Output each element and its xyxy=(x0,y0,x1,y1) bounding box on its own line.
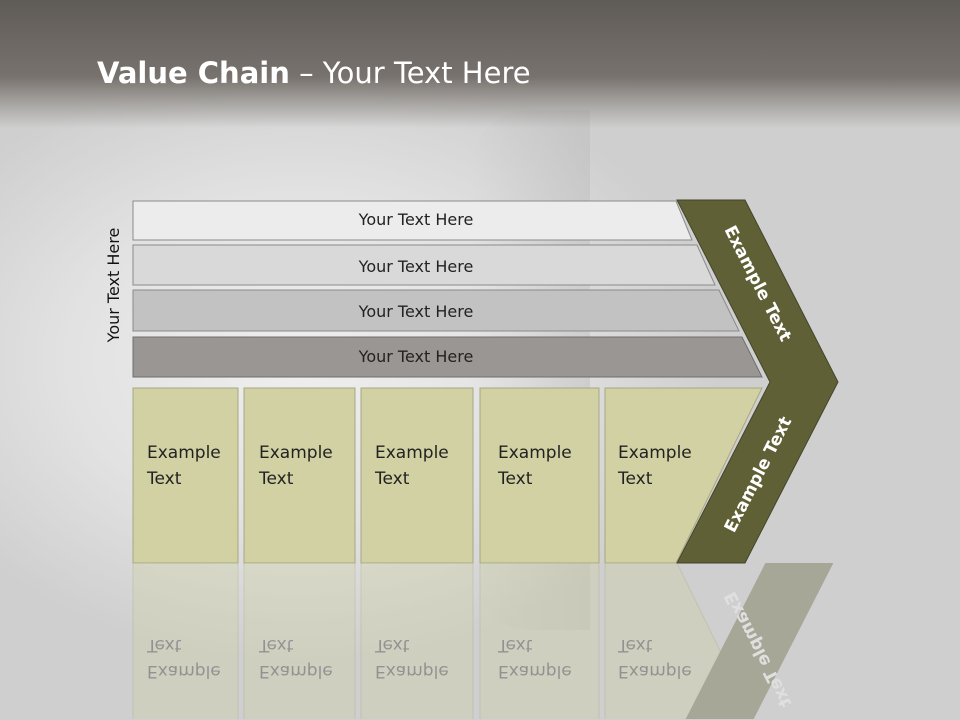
support-row-2: Your Text Here xyxy=(132,244,716,286)
support-row-3-shape xyxy=(132,289,740,332)
support-row-4: Your Text Here xyxy=(132,336,763,378)
support-row-2-shape xyxy=(132,244,716,286)
reflection-chevron xyxy=(677,563,838,719)
primary-box-1-shape xyxy=(132,387,239,564)
support-row-2-label: Your Text Here xyxy=(358,257,474,276)
primary-box-2: Example Text xyxy=(243,387,356,564)
reflection-box-5-line1: Example xyxy=(618,661,692,681)
reflection-box-4-line2: Text xyxy=(497,635,533,655)
reflection-box-3 xyxy=(360,563,474,719)
primary-box-4-line1: Example xyxy=(498,443,572,463)
reflection-box-3-line2: Text xyxy=(374,635,410,655)
reflection-box-1-line2: Text xyxy=(146,635,182,655)
support-row-1-shape xyxy=(132,200,693,241)
support-row-4-shape xyxy=(132,336,763,378)
primary-box-1-line2: Text xyxy=(146,469,182,489)
primary-box-3-line2: Text xyxy=(374,469,410,489)
primary-box-5-line1: Example xyxy=(618,443,692,463)
title-bar xyxy=(0,0,960,128)
primary-box-5: Example Text xyxy=(604,387,763,564)
primary-box-3: Example Text xyxy=(360,387,474,564)
reflection-box-4 xyxy=(479,563,600,719)
title-rest: – Your Text Here xyxy=(289,56,531,90)
primary-box-3-shape xyxy=(360,387,474,564)
primary-box-1-line1: Example xyxy=(147,443,221,463)
reflection-box-2-line1: Example xyxy=(259,661,333,681)
reflection-box-5 xyxy=(604,563,763,719)
primary-box-5-line2: Text xyxy=(617,469,653,489)
primary-box-4: Example Text xyxy=(479,387,600,564)
reflection-svg: Example Text Example Text Example Text E… xyxy=(132,563,838,719)
title-bold: Value Chain xyxy=(97,56,290,90)
support-row-1-label: Your Text Here xyxy=(358,210,474,229)
diagram-reflection: Example Text Example Text Example Text E… xyxy=(0,563,960,720)
primary-box-2-shape xyxy=(243,387,356,564)
primary-box-5-shape xyxy=(604,387,763,564)
primary-box-1: Example Text xyxy=(132,387,239,564)
chevron-shape xyxy=(676,199,839,564)
primary-box-4-line2: Text xyxy=(497,469,533,489)
reflection-box-1 xyxy=(132,563,239,719)
reflection-box-5-line2: Text xyxy=(617,635,653,655)
reflection-box-4-line1: Example xyxy=(498,661,572,681)
primary-box-2-line2: Text xyxy=(258,469,294,489)
reflection-box-2 xyxy=(243,563,356,719)
primary-box-3-line1: Example xyxy=(375,443,449,463)
page-title: Value Chain – Your Text Here xyxy=(97,56,531,90)
reflection-box-2-line2: Text xyxy=(258,635,294,655)
support-row-3: Your Text Here xyxy=(132,289,740,332)
reflection-box-1-line1: Example xyxy=(147,661,221,681)
support-row-1: Your Text Here xyxy=(132,200,693,241)
reflection-box-3-line1: Example xyxy=(375,661,449,681)
margin-chevron: Example Text Example Text xyxy=(676,199,839,564)
support-row-3-label: Your Text Here xyxy=(358,302,474,321)
primary-box-2-line1: Example xyxy=(259,443,333,463)
primary-box-4-shape xyxy=(479,387,600,564)
support-row-4-label: Your Text Here xyxy=(358,347,474,366)
